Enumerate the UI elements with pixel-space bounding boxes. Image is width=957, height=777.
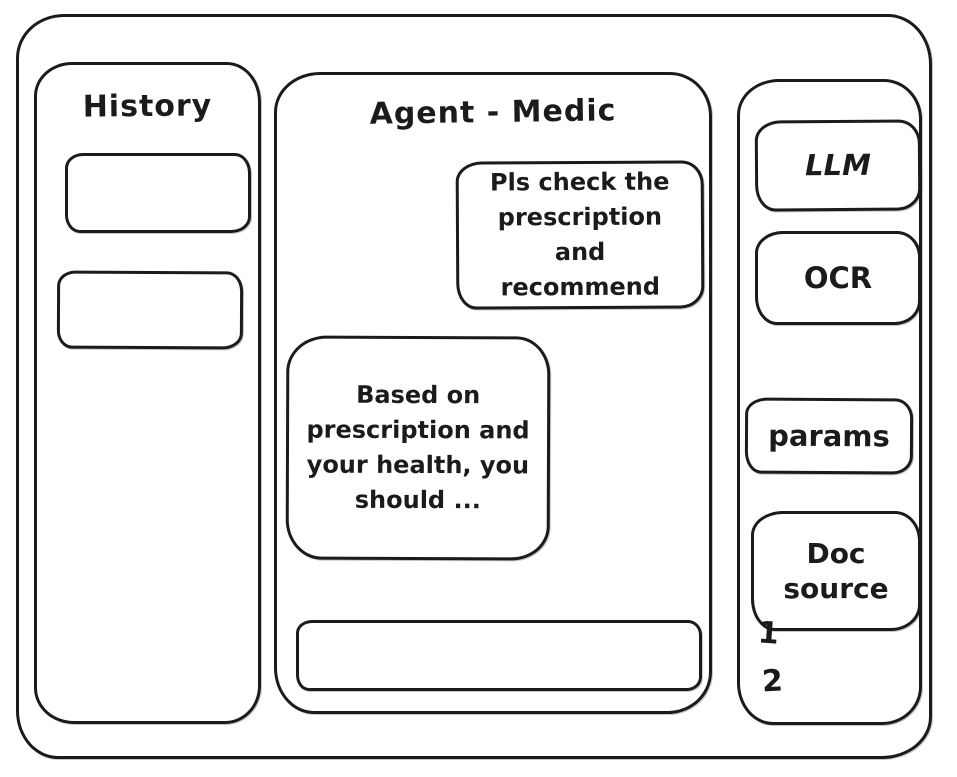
llm-button[interactable]: LLM <box>754 119 922 212</box>
params-button[interactable]: params <box>744 397 914 475</box>
doc-source-number-1: 1 <box>756 615 781 652</box>
chat-panel: Agent - Medic Pls check the prescription… <box>274 72 712 714</box>
history-panel: History <box>34 62 261 724</box>
history-item[interactable] <box>56 270 244 350</box>
tools-panel: LLM OCR params Doc source 1 2 <box>737 79 922 725</box>
ocr-button-label: OCR <box>803 260 873 295</box>
ocr-button[interactable]: OCR <box>755 231 921 325</box>
doc-source-button[interactable]: Doc source <box>751 511 921 631</box>
chat-message-input[interactable] <box>296 620 702 691</box>
assistant-message-bubble: Based on prescription and your health, y… <box>285 335 551 561</box>
history-item[interactable] <box>65 153 251 233</box>
user-message-text: Pls check the prescription and recommend <box>489 167 670 302</box>
history-panel-title: History <box>82 88 213 125</box>
llm-button-label: LLM <box>804 148 872 183</box>
user-message-bubble: Pls check the prescription and recommend <box>455 160 705 310</box>
doc-source-number-2: 2 <box>761 663 784 700</box>
chat-panel-title: Agent - Medic <box>369 93 617 132</box>
doc-source-button-label: Doc source <box>783 537 889 605</box>
params-button-label: params <box>768 418 890 454</box>
assistant-message-text: Based on prescription and your health, y… <box>306 381 530 515</box>
